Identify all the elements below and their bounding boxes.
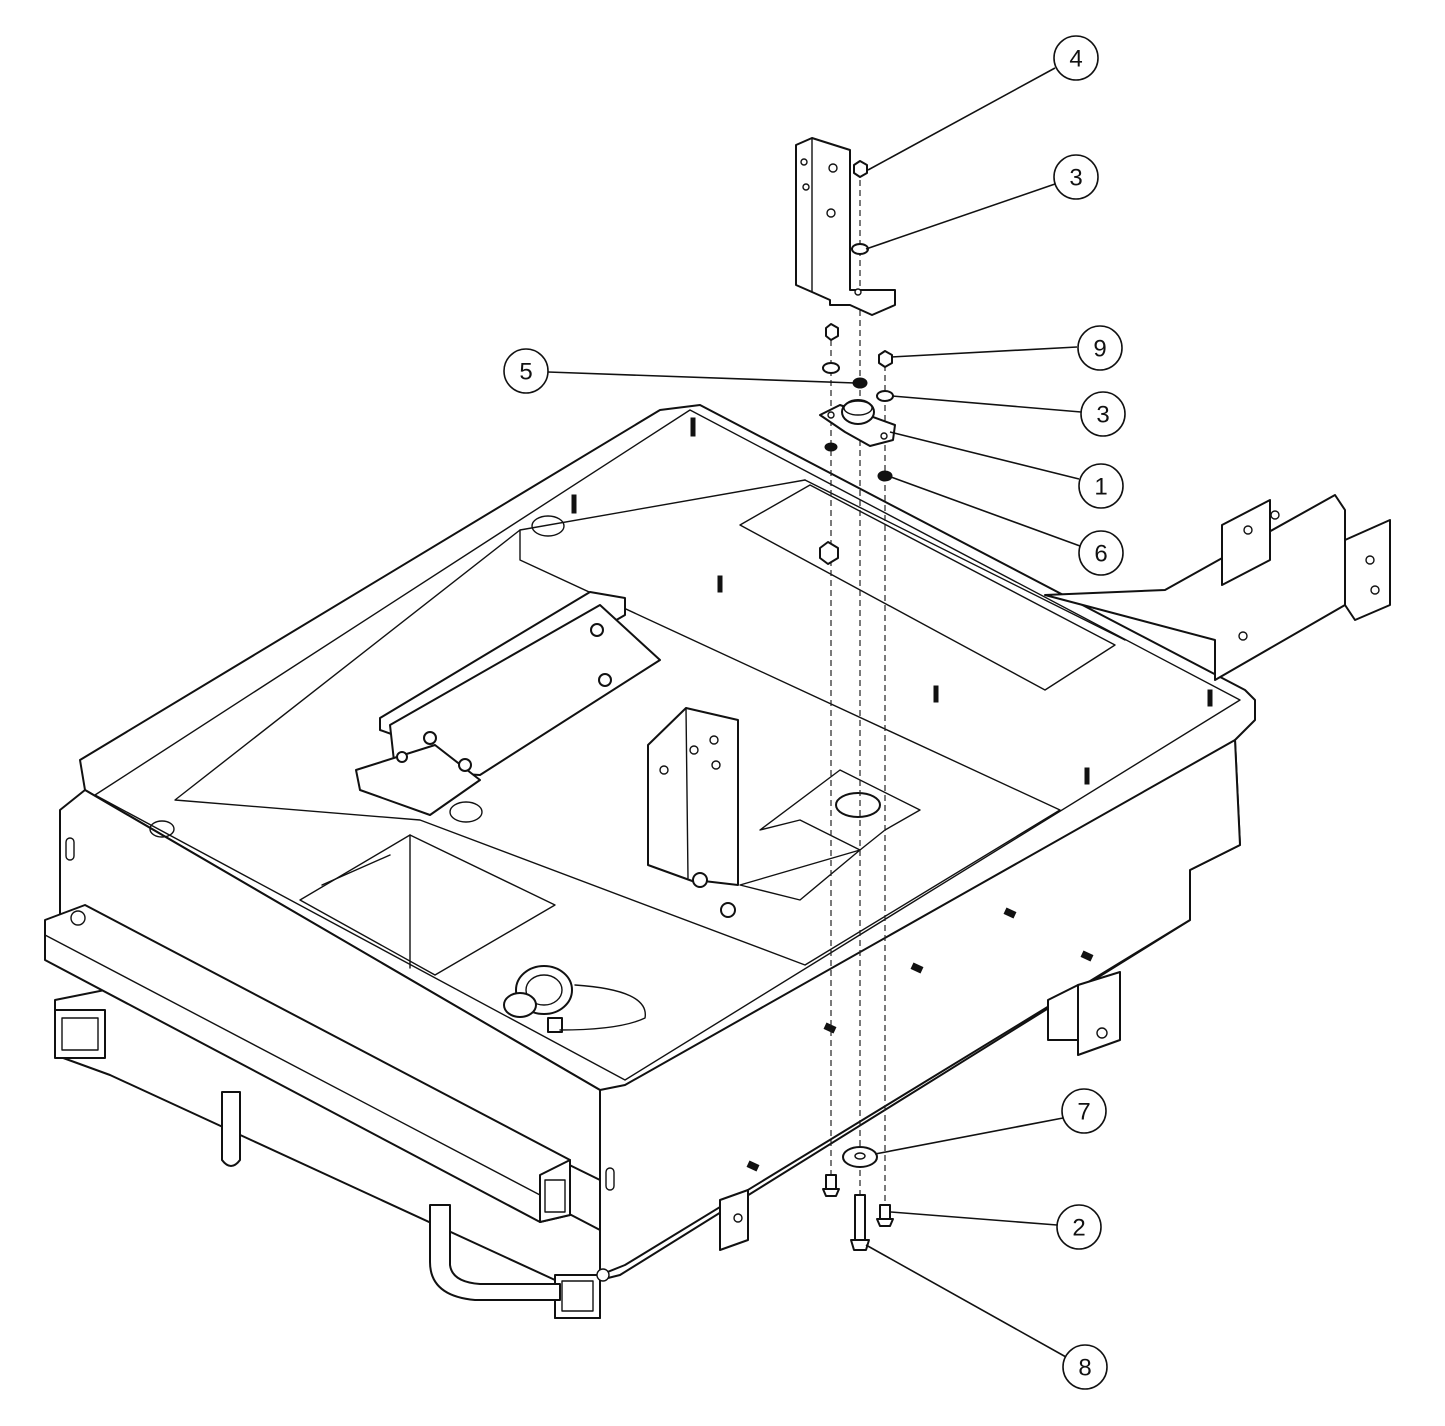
bolt-item-2 bbox=[822, 1174, 894, 1227]
callout-label: 7 bbox=[1077, 1099, 1090, 1126]
nut-item-9 bbox=[878, 350, 893, 368]
washer-item-7 bbox=[842, 1146, 878, 1168]
studs bbox=[571, 417, 1213, 1172]
seat-support-bracket bbox=[647, 707, 921, 918]
callout-2: 2 bbox=[1056, 1204, 1102, 1250]
callout-label: 1 bbox=[1094, 474, 1107, 501]
right-side-extension bbox=[1044, 494, 1391, 681]
callout-6: 6 bbox=[1078, 530, 1124, 576]
washer-item-5 bbox=[852, 377, 868, 389]
callout-9: 9 bbox=[1077, 325, 1123, 371]
callout-label: 3 bbox=[1096, 402, 1109, 429]
upper-mount-bracket bbox=[795, 137, 896, 316]
callout-label: 8 bbox=[1078, 1355, 1091, 1382]
frame-assembly bbox=[44, 404, 1391, 1319]
callout-7: 7 bbox=[1061, 1088, 1107, 1134]
callout-label: 2 bbox=[1072, 1215, 1085, 1242]
callout-label: 6 bbox=[1094, 541, 1107, 568]
callout-8: 8 bbox=[1062, 1344, 1108, 1390]
callout-4-top: 4 bbox=[1053, 35, 1099, 81]
right-front-bracket bbox=[719, 971, 1121, 1251]
fuel-filler-neck bbox=[503, 965, 646, 1033]
seat-rail-left bbox=[355, 591, 661, 816]
callout-leaders bbox=[547, 67, 1082, 1358]
callout-3-mid: 3 bbox=[1080, 391, 1126, 437]
washer-item-3-top bbox=[851, 243, 869, 255]
callout-3-top: 3 bbox=[1053, 154, 1099, 200]
callout-label: 9 bbox=[1093, 336, 1106, 363]
callout-5: 5 bbox=[503, 348, 549, 394]
top-pan bbox=[94, 409, 1241, 1081]
washer-item-6 bbox=[877, 470, 893, 482]
isolator-mount-item-1 bbox=[819, 399, 896, 447]
bumper-bolt-hole bbox=[70, 910, 86, 926]
callout-label: 3 bbox=[1069, 165, 1082, 192]
callout-label: 4 bbox=[1069, 46, 1082, 73]
callout-1: 1 bbox=[1078, 463, 1124, 509]
nut-item-4 bbox=[853, 160, 868, 178]
washer-item-3-mid bbox=[876, 390, 894, 402]
bolt-item-8 bbox=[850, 1194, 870, 1251]
exploded-hardware bbox=[795, 137, 896, 1251]
callout-label: 5 bbox=[519, 359, 532, 386]
lower-tube-frame bbox=[54, 984, 601, 1319]
